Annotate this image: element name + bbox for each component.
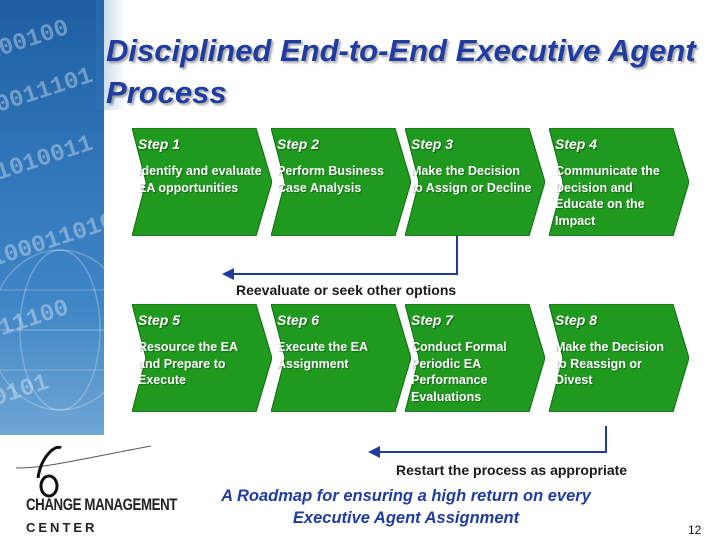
step-1-chevron: Step 1 Identify and evaluate EA opportun… (132, 128, 272, 236)
step-label: Step 2 (277, 136, 320, 152)
six-wave-logo-icon (16, 445, 151, 498)
step-description: Make the Decision to Reassign or Divest (555, 340, 665, 387)
logo-name: CHANGE MANAGEMENT (26, 495, 178, 514)
reevaluate-label: Reevaluate or seek other options (236, 282, 457, 298)
page-number: 12 (688, 523, 702, 537)
step-description: Perform Business Case Analysis (277, 164, 384, 195)
step-3-chevron: Step 3 Make the Decision to Assign or De… (405, 128, 545, 236)
step-label: Step 1 (138, 136, 181, 152)
step-4-chevron: Step 4 Communicate the Decision and Educ… (549, 128, 689, 236)
step-label: Step 5 (138, 312, 181, 328)
step-label: Step 8 (555, 312, 598, 328)
step-8-chevron: Step 8 Make the Decision to Reassign or … (549, 304, 689, 412)
step-description: Identify and evaluate EA opportunities (138, 164, 262, 195)
step-description: Conduct Formal Periodic EA Performance E… (411, 340, 507, 404)
step-label: Step 3 (411, 136, 454, 152)
page-title: Disciplined End-to-End Executive Agent P… (106, 33, 696, 110)
step-2-chevron: Step 2 Perform Business Case Analysis (271, 128, 411, 236)
step-description: Make the Decision to Assign or Decline (411, 164, 532, 195)
restart-label: Restart the process as appropriate (396, 462, 628, 478)
roadmap-caption: A Roadmap for ensuring a high return on … (221, 487, 591, 527)
sidebar-fade (96, 0, 126, 110)
step-7-chevron: Step 7 Conduct Formal Periodic EA Perfor… (405, 304, 545, 412)
step-description: Resource the EA and Prepare to Execute (138, 340, 238, 387)
step-description: Execute the EA Assignment (277, 340, 368, 371)
step-label: Step 4 (555, 136, 598, 152)
step-label: Step 6 (277, 312, 320, 328)
step-6-chevron: Step 6 Execute the EA Assignment (271, 304, 411, 412)
step-5-chevron: Step 5 Resource the EA and Prepare to Ex… (132, 304, 272, 412)
globe-lines-icon (0, 249, 104, 411)
sidebar-decoration: 0100100 10011101 011010011 1100011010 00… (0, 0, 104, 435)
logo-subtitle: CENTER (26, 520, 98, 535)
step-label: Step 7 (411, 312, 454, 328)
step-description: Communicate the Decision and Educate on … (555, 164, 660, 228)
